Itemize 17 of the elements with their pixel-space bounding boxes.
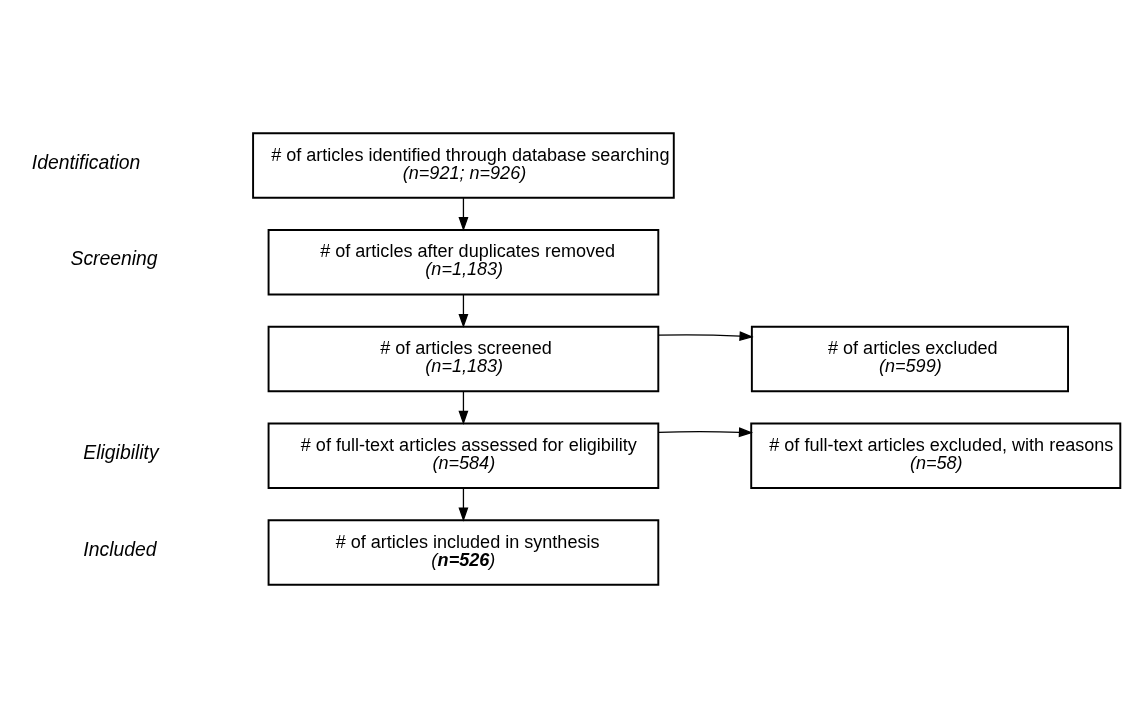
node-box: # of articles identified through database searching (n=921; n=926) (252, 132, 675, 199)
label: Included (83, 537, 157, 560)
arrow (657, 331, 754, 342)
arrow (458, 391, 469, 425)
label: Screening (70, 247, 158, 270)
node-box: # of articles screened (n=1,183) (267, 325, 660, 393)
node-box: # of full-text articles assessed for eligibility (n=584) (267, 422, 660, 490)
node-box: # of articles included in synthesis (n=526) (267, 519, 660, 586)
node-box: # of articles after duplicates removed (n=1,183) (267, 229, 660, 296)
arrow (458, 294, 469, 329)
node-box: # of full-text articles excluded, with reasons (n=58) (750, 422, 1122, 490)
node-box: # of articles excluded (n=599) (750, 325, 1069, 393)
arrow (458, 197, 469, 232)
arrow (458, 487, 469, 522)
label: Eligibility (83, 441, 159, 464)
arrow (657, 427, 754, 438)
label: Identification (31, 150, 141, 173)
